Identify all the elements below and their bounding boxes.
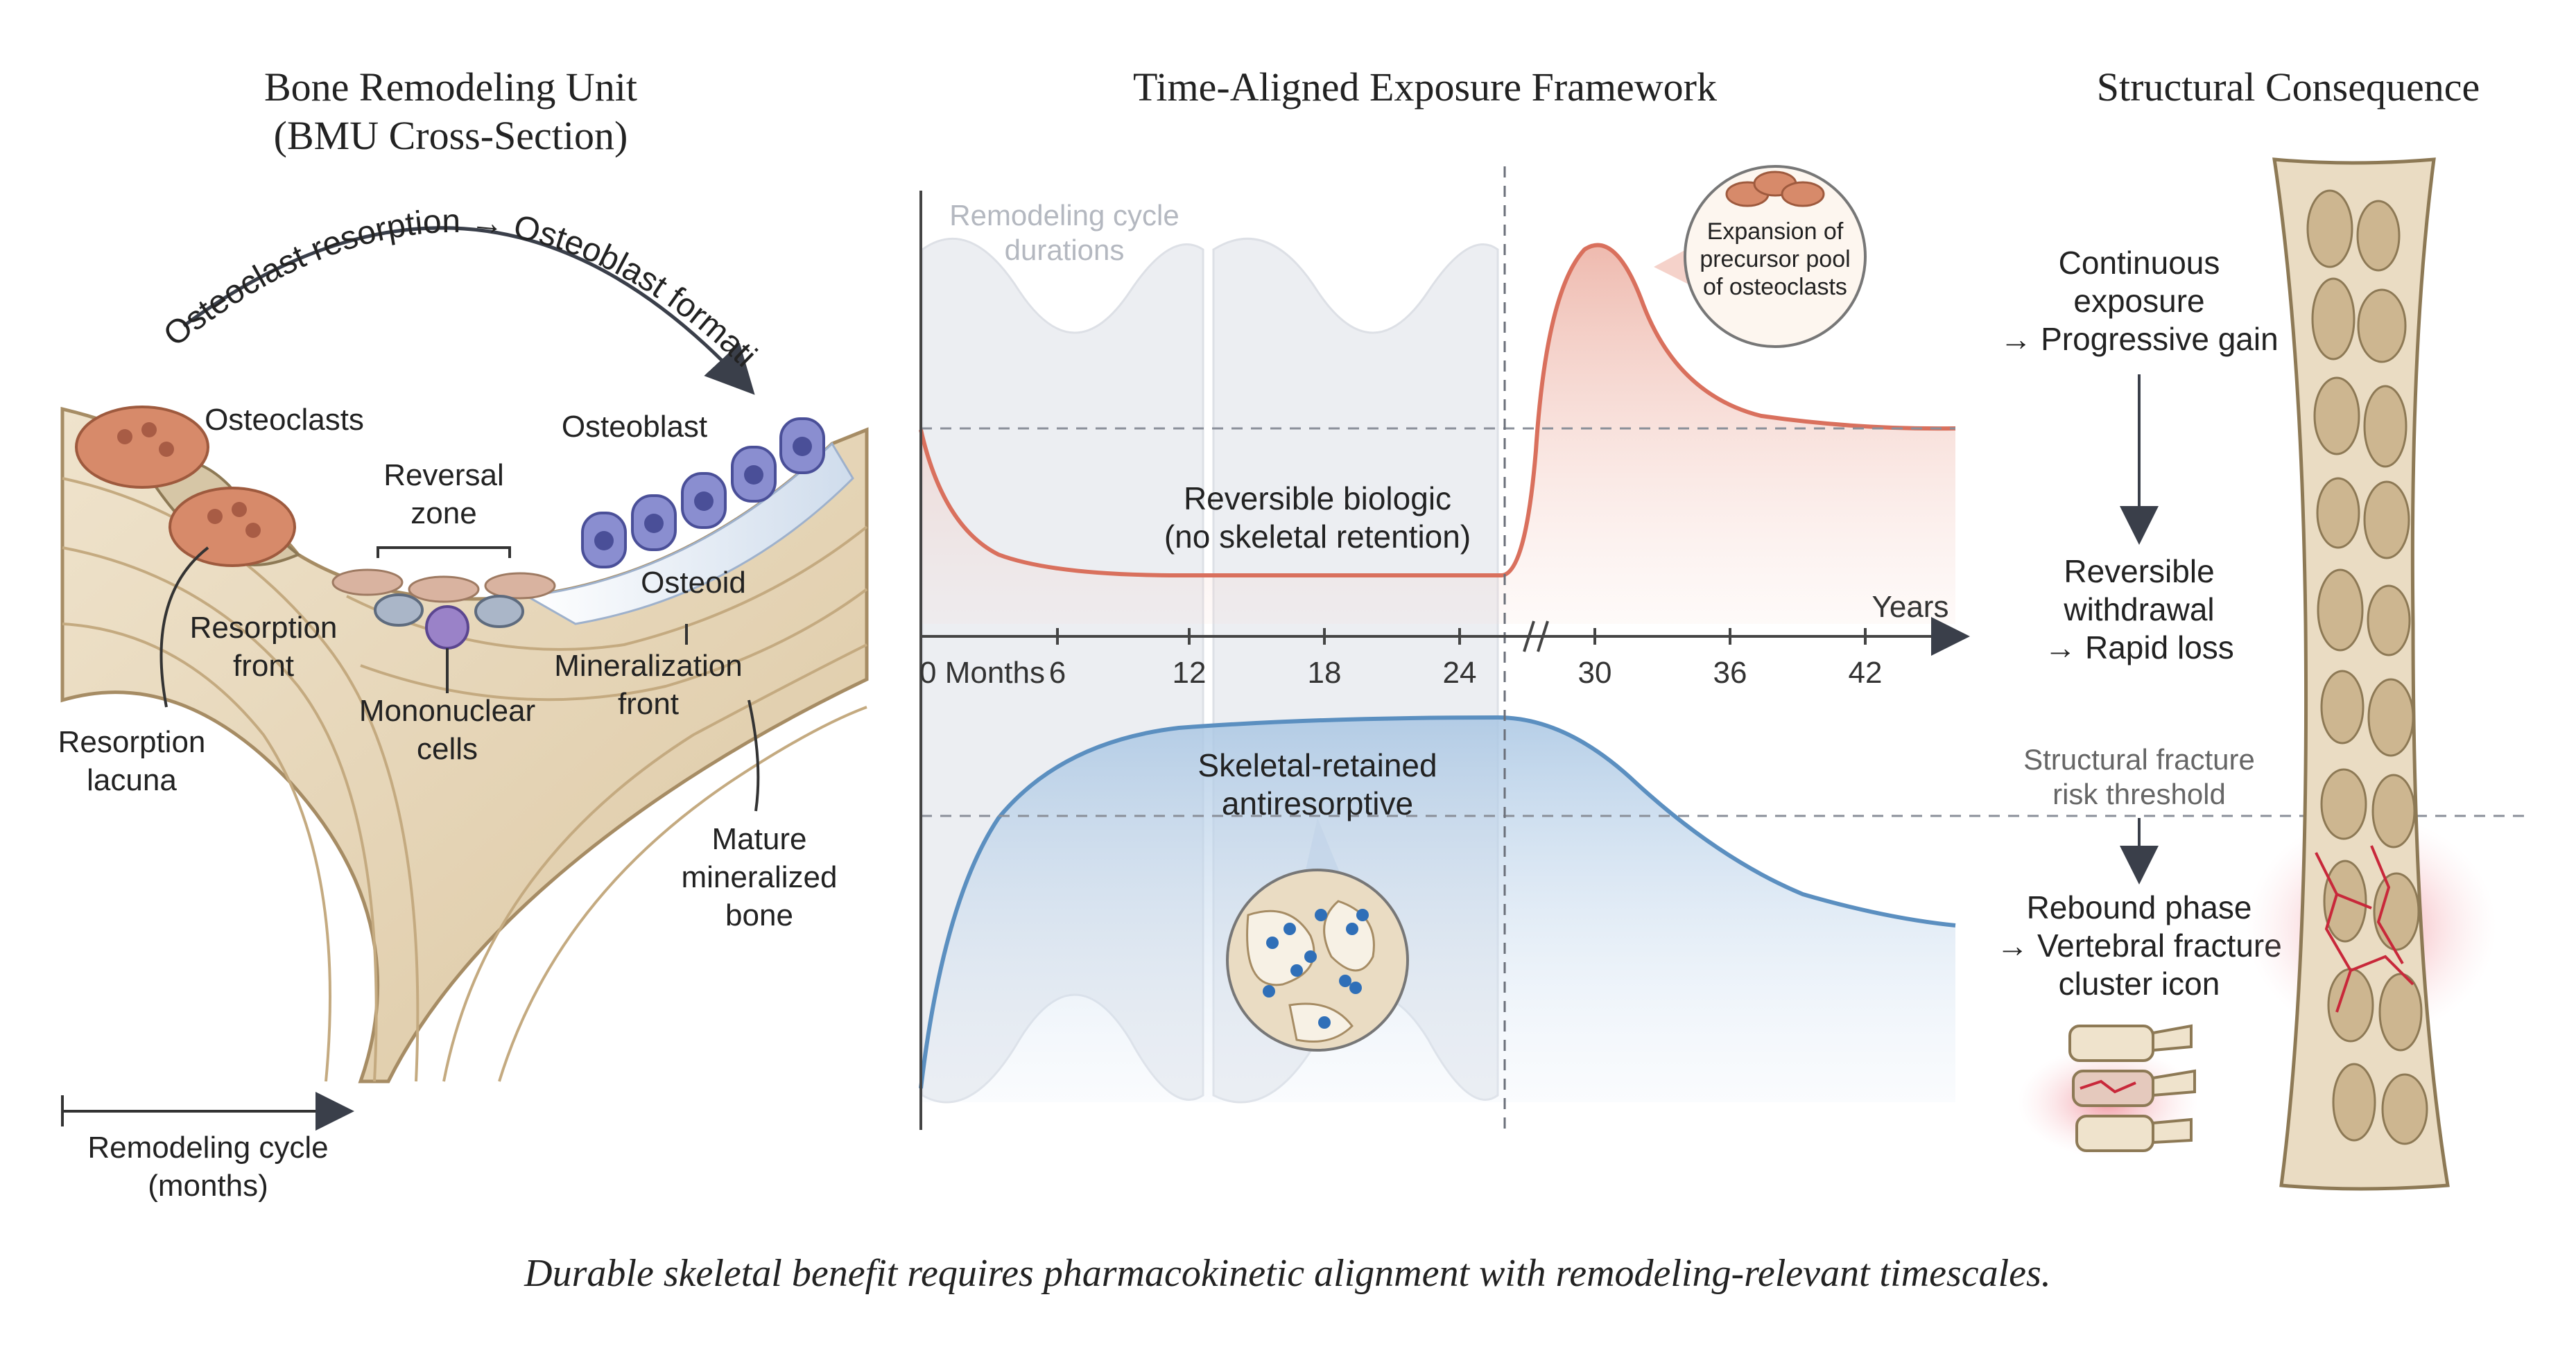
withdrawal-label-3: → Rapid loss	[2044, 629, 2234, 665]
left-title-line2: (BMU Cross-Section)	[274, 113, 628, 158]
rebound-label-3: cluster icon	[2059, 966, 2220, 1002]
drug-particles	[1263, 909, 1369, 1029]
x-tick-label: 0 Months	[919, 656, 1045, 690]
rebound-label-1: Rebound phase	[2027, 889, 2252, 925]
left-panel: Bone Remodeling Unit (BMU Cross-Section)…	[0, 0, 869, 1203]
x-tick-label: 24	[1443, 656, 1477, 690]
rebound-label-2: → Vertebral fracture	[1996, 928, 2282, 964]
reversal-zone-bracket	[377, 546, 511, 558]
label-mature-bone-2: mineralized	[682, 860, 838, 894]
right-title: Structural Consequence	[2097, 64, 2480, 110]
reversible-biologic-curve	[919, 243, 1956, 577]
x-tick-label: 42	[1849, 656, 1883, 690]
red-curve-label-2: (no skeletal retention)	[1164, 519, 1471, 555]
reversible-biologic-area	[921, 245, 1955, 625]
x-tick-label: 30	[1578, 656, 1612, 690]
skeletal-retained-curve	[919, 715, 1956, 1089]
magnifier-bone-trabeculae	[1246, 900, 1375, 1043]
scale-label-2: (months)	[148, 1169, 268, 1203]
middle-title: Time-Aligned Exposure Framework	[1133, 64, 1717, 110]
remodeling-scale-arrow	[61, 1092, 354, 1131]
mononuclear-cells	[374, 593, 524, 650]
osteoid-layer	[524, 442, 854, 625]
label-resorption-front-1: Resorption	[190, 611, 338, 645]
threshold-label-1: Structural fracture	[2023, 743, 2255, 776]
label-mineralization-front-1: Mineralization	[554, 649, 742, 683]
expansion-label-3: of osteoclasts	[1703, 274, 1847, 300]
label-mononuclear-1: Mononuclear	[359, 694, 535, 728]
axis-break	[1523, 620, 1549, 652]
continuous-label-1: Continuous	[2059, 245, 2220, 281]
label-osteoclasts: Osteoclasts	[205, 403, 364, 437]
right-panel: Structural Consequence Continuous exposu…	[1996, 64, 2496, 1191]
scale-label-1: Remodeling cycle	[87, 1131, 328, 1165]
label-mononuclear-2: cells	[417, 732, 478, 766]
arc-text-path: Osteoclast resorption → Osteoblast forma…	[0, 0, 763, 374]
expansion-callout-circle	[1684, 165, 1867, 348]
label-osteoid: Osteoid	[641, 566, 746, 600]
continuous-label-2: exposure	[2073, 283, 2204, 319]
blue-curve-label-1: Skeletal-retained	[1198, 747, 1437, 783]
precursor-osteoclast-icons	[1725, 171, 1825, 207]
expansion-label-1: Expansion of	[1707, 218, 1844, 245]
blue-curve-label-2: antiresorptive	[1222, 785, 1413, 821]
osteoblast-nuclei	[594, 437, 812, 550]
label-resorption-front-2: front	[233, 649, 294, 683]
label-resorption-lacuna-2: lacuna	[87, 763, 177, 797]
bone-lamellae	[62, 477, 868, 1082]
arc-text: Osteoclast resorption → Osteoblast forma…	[0, 0, 763, 374]
withdrawal-label-1: Reversible	[2064, 553, 2214, 589]
threshold-label-2: risk threshold	[2052, 778, 2226, 810]
label-mineralization-front-2: front	[618, 687, 679, 721]
osteoclast-cells	[75, 406, 296, 567]
label-mature-bone-1: Mature	[712, 822, 807, 856]
x-tick-label: 12	[1173, 656, 1207, 690]
vertebra-fracture-line	[2080, 1079, 2136, 1094]
skeletal-retained-area	[921, 717, 1955, 1102]
bone-fracture-cracks	[2315, 845, 2414, 1013]
cycle-label-1: Remodeling cycle	[949, 199, 1179, 232]
process-arrow	[182, 226, 755, 395]
lining-cells	[331, 568, 556, 603]
middle-panel: Time-Aligned Exposure Framework Remodeli…	[919, 64, 2531, 1137]
vertebra-icon	[2068, 1024, 2196, 1152]
figure-caption: Durable skeletal benefit requires pharma…	[524, 1252, 2051, 1295]
left-title-line1: Bone Remodeling Unit	[264, 64, 637, 110]
axis-unit-label: Years	[1872, 590, 1949, 624]
trabecular-pores	[2306, 189, 2428, 1145]
expansion-label-2: precursor pool	[1700, 246, 1850, 272]
x-tick-label: 6	[1049, 656, 1066, 690]
red-curve-label-1: Reversible biologic	[1184, 480, 1451, 516]
label-reversal-zone-1: Reversal	[383, 458, 504, 492]
label-reversal-zone-2: zone	[410, 496, 476, 530]
label-resorption-lacuna-1: Resorption	[58, 725, 206, 759]
leader-lines	[159, 546, 760, 812]
label-mature-bone-3: bone	[725, 898, 793, 932]
x-tick-label: 36	[1713, 656, 1747, 690]
x-tick-label: 18	[1308, 656, 1342, 690]
withdrawal-label-2: withdrawal	[2063, 591, 2214, 627]
cycle-label-2: durations	[1005, 234, 1125, 266]
continuous-label-3: → Progressive gain	[2000, 321, 2278, 357]
label-osteoblast: Osteoblast	[562, 410, 707, 444]
